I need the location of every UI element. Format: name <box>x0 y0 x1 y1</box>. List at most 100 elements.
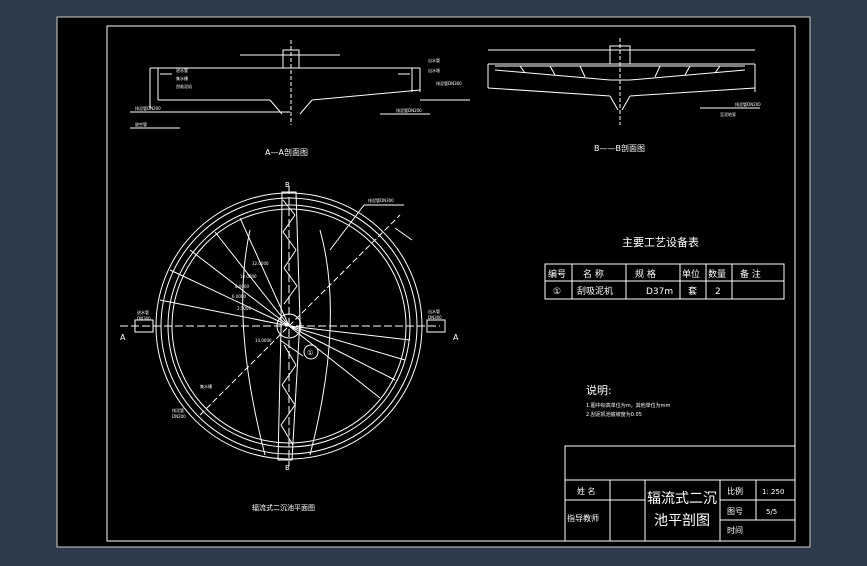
plan-drain-dn-2: DN200 <box>172 414 186 419</box>
plan-drain-label-2: 排泥管 <box>172 407 184 413</box>
equipment-table-grid <box>544 263 785 300</box>
plan-scraper-bridge <box>277 191 301 461</box>
plan-outlet-label: 出水管 <box>428 308 440 314</box>
section-bb-hopper-right <box>621 95 631 111</box>
plan-bridge-truss <box>283 249 297 269</box>
plan-outlet-box <box>426 319 446 333</box>
plan-inlet-label: 进水管 <box>137 309 149 315</box>
equipment-table-title: 主要工艺设备表 <box>622 235 699 249</box>
equipment-table-cell: 刮吸泥机 <box>577 285 613 297</box>
section-bb-label-drain: 排泥管DN200 <box>735 101 761 107</box>
section-bb-truss-member <box>654 65 661 78</box>
plan-bridge-truss <box>283 267 298 287</box>
plan-radial-dim-label: 8.0000 <box>235 284 249 289</box>
section-aa-label-scraper: 刮吸泥机 <box>176 83 192 89</box>
plan-bridge-truss <box>280 404 296 426</box>
section-bb-truss-member <box>519 65 526 74</box>
title-block-text: 姓 名 指导教师 辐流式二沉 池平剖图 比例 1: 250 图号 5/5 时间 <box>567 486 784 535</box>
section-aa-label-empty: 放空管 <box>135 121 147 127</box>
title-block-name-label: 姓 名 <box>577 486 596 496</box>
plan-radial-line-3 <box>288 325 396 381</box>
section-bb <box>487 38 760 125</box>
section-aa-label-inlet: 进水管 <box>176 67 188 73</box>
plan-equipment-leader <box>279 339 304 357</box>
section-bb-truss-member <box>549 65 556 76</box>
plan-bridge-truss <box>282 199 296 216</box>
plan-bridge-truss <box>283 344 297 366</box>
section-aa-labels: 进水管 出水管 排泥管DN300 排泥管DN200 集水槽 刮吸泥机 出水堰 放… <box>135 57 462 127</box>
drawing-border <box>106 25 796 542</box>
title-block-date-label: 时间 <box>727 525 743 535</box>
equipment-table-header: 数量 <box>708 268 726 280</box>
plan-radial-dim-label: 2.5000 <box>237 306 251 311</box>
section-bb-truss-bottom <box>494 69 746 81</box>
equipment-table-cell: 2 <box>715 287 721 297</box>
equipment-table-header: 备 注 <box>740 268 761 280</box>
plan-radial-dim-1 <box>159 299 290 327</box>
equipment-table-header: 规 格 <box>635 268 656 280</box>
plan-radial-dim-4 <box>214 231 290 327</box>
plan-radial-dim-2 <box>169 269 290 327</box>
section-bb-floor-left <box>487 87 611 97</box>
title-block-supervisor-label: 指导教师 <box>567 513 599 523</box>
section-aa-label-trough: 集水槽 <box>176 75 188 81</box>
plan-radial-line-2 <box>288 325 406 361</box>
drawing-sheet <box>56 16 811 548</box>
title-block-drawing-title-2: 池平剖图 <box>654 513 710 529</box>
plan-radial-line-1 <box>288 325 411 341</box>
plan-axis-b-top: B <box>285 181 290 189</box>
plan-inlet-box <box>134 319 154 333</box>
section-bb-label-pump: 至泥地泵 <box>720 111 736 117</box>
plan-view <box>120 186 446 466</box>
section-bb-floor-right <box>629 87 756 97</box>
notes-line-1: 1.图中标高单位为m，其他单位为mm <box>586 402 671 409</box>
section-bb-title: B——B剖面图 <box>594 143 645 153</box>
plan-bridge-truss <box>281 364 297 386</box>
section-bb-truss-member <box>714 65 721 74</box>
section-bb-hopper-left <box>609 95 619 111</box>
plan-diagonal-axis <box>199 214 401 416</box>
equipment-table-cell: ① <box>553 287 561 297</box>
title-block-sheet-value: 5/5 <box>766 508 777 516</box>
section-aa-label-drain: 排泥管DN300 <box>436 80 462 86</box>
equipment-table-row: ① 刮吸泥机 D37m 套 2 <box>553 285 721 297</box>
equipment-table-header: 编号 <box>548 268 566 280</box>
plan-bridge-truss <box>283 285 298 305</box>
plan-drain-label: 排泥管DN300 <box>368 197 394 203</box>
section-aa-title: A—A剖面图 <box>265 147 308 157</box>
plan-bridge-truss <box>282 214 296 233</box>
plan-sweep-arm-left <box>242 229 266 456</box>
title-block-sheet-label: 图号 <box>727 507 743 516</box>
equipment-table-header: 名 称 <box>583 268 604 280</box>
notes-line-2: 2.刮泥机池底坡度为0.05 <box>586 411 642 418</box>
plan-labels: ① A A B B 辐流式二沉池平面图 进水管 DN300 出水管 DN300 … <box>120 181 459 512</box>
section-aa-label-drain2: 排泥管DN200 <box>135 105 161 111</box>
equipment-table-cell: D37m <box>646 287 673 297</box>
plan-radial-line-4 <box>288 325 381 399</box>
plan-drain-marker <box>394 227 413 241</box>
plan-weir-label: 集水槽 <box>200 383 212 389</box>
title-block-frame <box>564 445 796 542</box>
equipment-table-header: 单位 <box>682 268 700 280</box>
plan-axis-a-right: A <box>453 333 459 342</box>
section-bb-truss-member <box>684 65 691 76</box>
plan-bridge-truss <box>281 384 296 406</box>
plan-radial-dim-label: 10.0000 <box>240 274 257 279</box>
title-block-grid <box>564 445 796 542</box>
section-aa-label-drain3: 排泥管DN200 <box>396 107 422 113</box>
equipment-table-header-row: 编号 名 称 规 格 单位 数量 备 注 <box>548 268 761 280</box>
equipment-table-cell: 套 <box>688 285 697 297</box>
plan-radial-dim-label: 14.0000 <box>255 338 272 343</box>
section-aa-floor-right <box>311 89 421 101</box>
plan-radial-dim-3 <box>189 249 290 327</box>
plan-outlet-dn: DN300 <box>428 315 442 320</box>
plan-axis-b-bottom: B <box>285 464 290 472</box>
plan-bridge-truss <box>282 231 297 251</box>
plan-bridge-truss <box>280 424 294 446</box>
plan-drain-leader-diag <box>329 204 365 251</box>
notes-title: 说明: <box>586 383 612 397</box>
plan-equipment-marker: ① <box>307 349 313 357</box>
plan-sweep-arm-right <box>309 229 331 456</box>
